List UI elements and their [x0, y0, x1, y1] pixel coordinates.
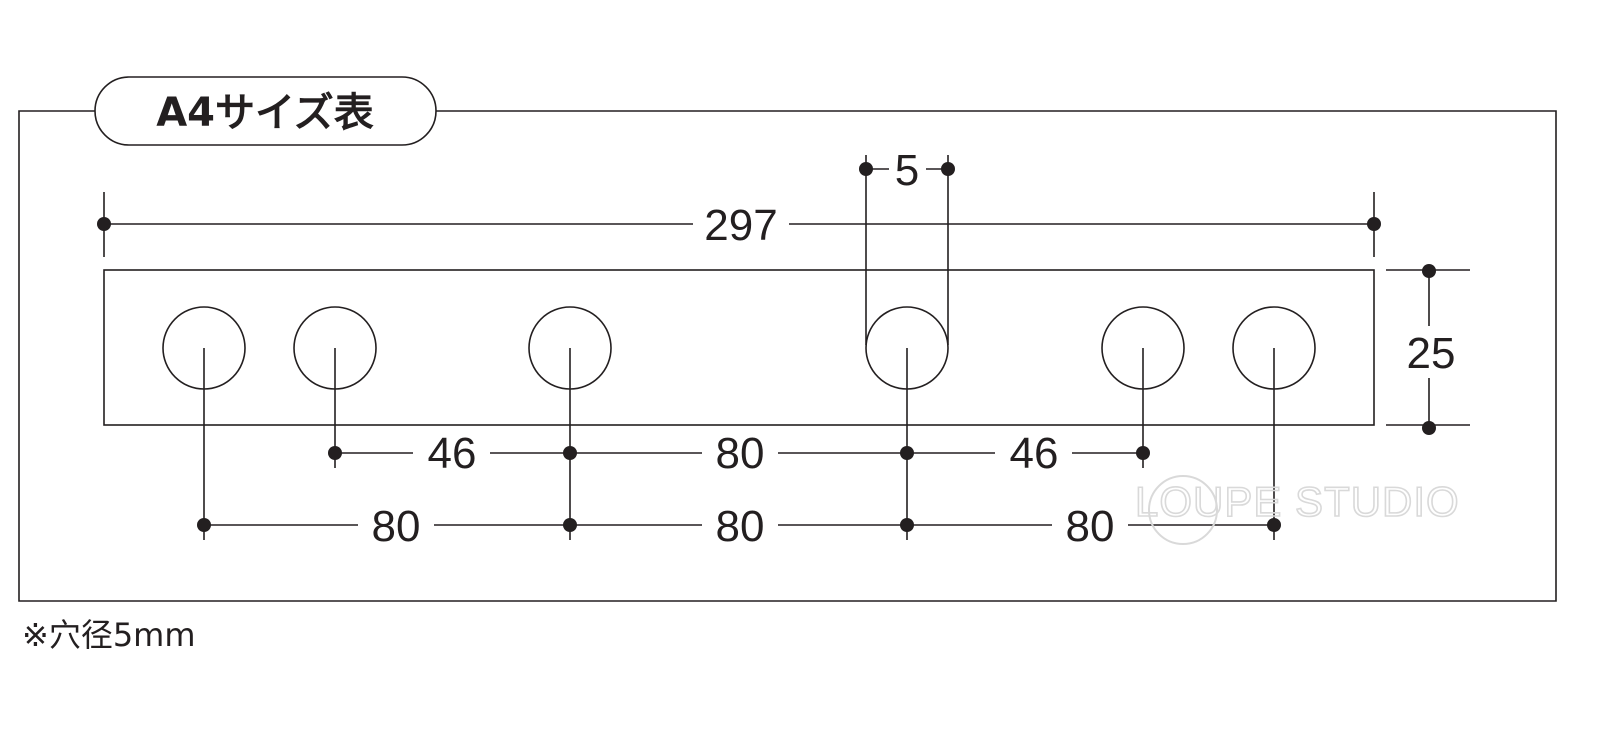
dot-inner-1 [328, 446, 342, 460]
label-outer-right: 80 [1066, 502, 1115, 551]
outer-frame [18, 110, 1557, 602]
label-inner-center: 80 [716, 429, 765, 478]
dot-outer-2 [563, 518, 577, 532]
dot-outer-3 [900, 518, 914, 532]
dot-overall-left [97, 217, 111, 231]
dot-outer-4 [1267, 518, 1281, 532]
watermark-ring-icon [1148, 475, 1218, 545]
dot-inner-4 [1136, 446, 1150, 460]
dot-hole-left [859, 162, 873, 176]
title-pill [94, 76, 437, 146]
label-height: 25 [1407, 329, 1456, 378]
dot-inner-2 [563, 446, 577, 460]
dot-height-bottom [1422, 421, 1436, 435]
bookmark-strip [103, 269, 1375, 426]
page-title: A4サイズ表 [156, 90, 374, 136]
label-inner-left: 46 [428, 429, 477, 478]
dot-outer-1 [197, 518, 211, 532]
label-outer-left: 80 [372, 502, 421, 551]
label-overall-length: 297 [704, 201, 777, 250]
dot-hole-right [941, 162, 955, 176]
label-outer-center: 80 [716, 502, 765, 551]
dot-overall-right [1367, 217, 1381, 231]
watermark-logo: LOUPE STUDIO [1134, 475, 1460, 545]
dot-height-top [1422, 264, 1436, 278]
label-inner-right: 46 [1010, 429, 1059, 478]
watermark-text: LOUPE STUDIO [1135, 478, 1460, 525]
hole-diameter-note: ※穴径5mm [22, 616, 196, 654]
label-hole-diameter: 5 [895, 146, 919, 195]
dot-inner-3 [900, 446, 914, 460]
